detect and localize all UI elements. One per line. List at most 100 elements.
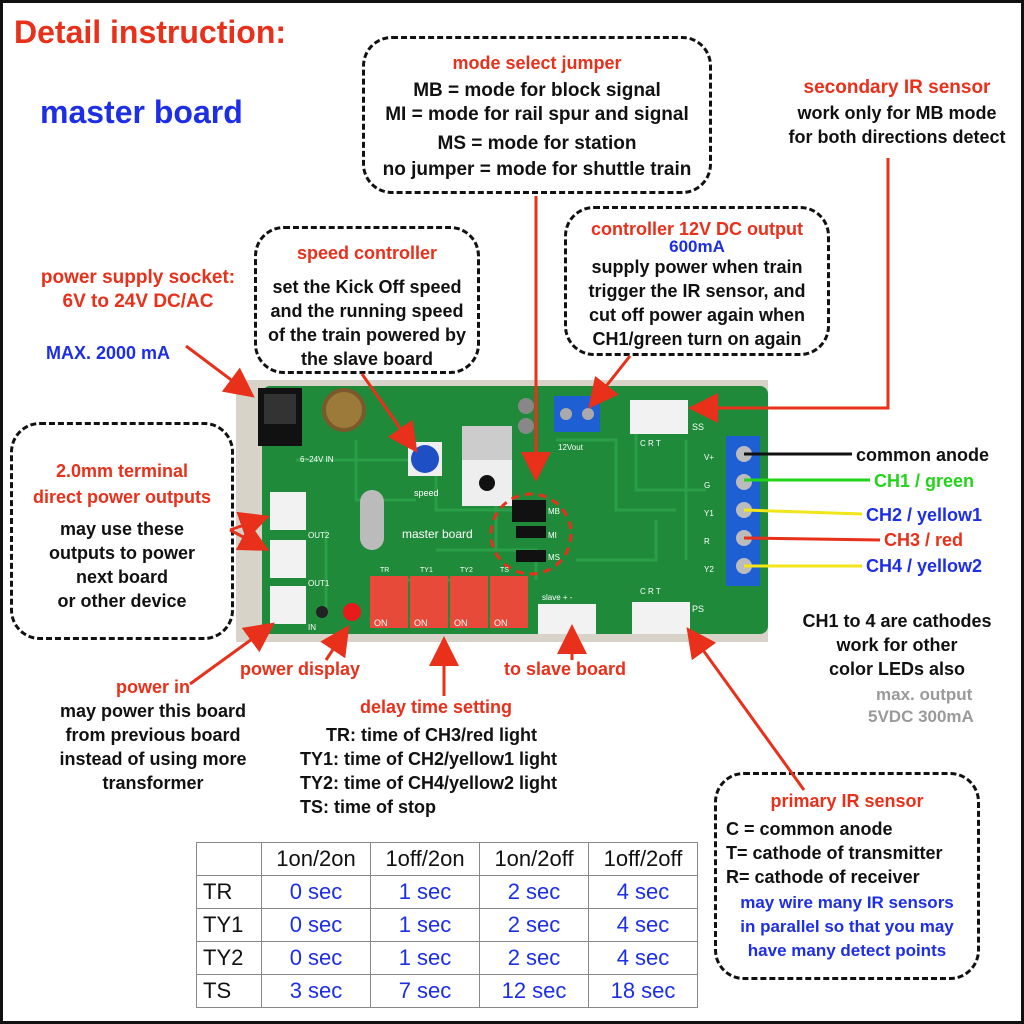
primary-ir-line-t: T= cathode of transmitter bbox=[726, 843, 943, 863]
table-col-header: 1on/2on bbox=[261, 842, 371, 876]
dip-on-1: ON bbox=[374, 618, 388, 628]
secondary-ir-line-2: for both directions detect bbox=[788, 127, 1006, 147]
power-supply-max: MAX. 2000 mA bbox=[46, 343, 171, 363]
table-cell: 3 sec bbox=[261, 974, 371, 1008]
primary-ir-box bbox=[714, 772, 980, 980]
dip-label-ty2: TY2 bbox=[460, 567, 473, 574]
table-cell: 2 sec bbox=[479, 875, 589, 909]
mode-none-line: no jumper = mode for shuttle train bbox=[382, 159, 692, 180]
speed-controller-line-4: the slave board bbox=[300, 349, 434, 369]
table-row: TY2 0 sec 1 sec 2 sec 4 sec bbox=[196, 941, 698, 975]
table-row-header: TR bbox=[196, 875, 262, 909]
delay-time-table: 1on/2on 1off/2on 1on/2off 1off/2off TR 0… bbox=[196, 842, 698, 1008]
dip-label-tr: TR bbox=[380, 567, 389, 574]
controller-output-current: 600mA bbox=[669, 237, 725, 256]
mode-ms-line: MS = mode for station bbox=[437, 133, 637, 154]
master-board-pcb: 6~24V IN speed MB MI MS master board 12V… bbox=[236, 380, 768, 642]
max-output-label-1: max. output bbox=[876, 685, 973, 704]
controller-output-heading: controller 12V DC output bbox=[590, 219, 803, 239]
terminal-heading-1: 2.0mm terminal bbox=[55, 461, 189, 481]
table-col-header: 1off/2off bbox=[588, 842, 698, 876]
mode-select-box bbox=[362, 36, 712, 194]
table-cell: 1 sec bbox=[370, 941, 480, 975]
table-cell: 0 sec bbox=[261, 908, 371, 942]
table-col-header: 1on/2off bbox=[479, 842, 589, 876]
table-row-header: TY1 bbox=[196, 908, 262, 942]
secondary-ir-line-1: work only for MB mode bbox=[797, 103, 997, 123]
table-cell: 4 sec bbox=[588, 875, 698, 909]
board-crt-bottom: C R T bbox=[640, 587, 661, 596]
table-cell: 12 sec bbox=[479, 974, 589, 1008]
channel-note-line-3: color LEDs also bbox=[828, 659, 966, 679]
terminal-line-3: next board bbox=[75, 567, 168, 587]
table-col-header: 1off/2on bbox=[370, 842, 480, 876]
delay-line-ts: TS: time of stop bbox=[300, 797, 436, 817]
board-vplus-label: V+ bbox=[704, 453, 714, 462]
controller-output-line-4: CH1/green turn on again bbox=[592, 329, 802, 349]
power-in-line-2: from previous board bbox=[65, 725, 241, 745]
delay-line-ty1: TY1: time of CH2/yellow1 light bbox=[300, 749, 558, 769]
dip-on-2: ON bbox=[414, 618, 428, 628]
primary-ir-line-r: R= cathode of receiver bbox=[726, 867, 920, 887]
channel-note-line-1: CH1 to 4 are cathodes bbox=[802, 611, 992, 631]
table-row-header: TS bbox=[196, 974, 262, 1008]
power-in-line-3: instead of using more bbox=[59, 749, 247, 769]
terminal-line-1: may use these bbox=[59, 519, 185, 539]
secondary-ir-heading: secondary IR sensor bbox=[803, 77, 991, 98]
table-header-row: 1on/2on 1off/2on 1on/2off 1off/2off bbox=[196, 842, 698, 876]
power-supply-heading-2: 6V to 24V DC/AC bbox=[62, 291, 214, 312]
table-cell: 18 sec bbox=[588, 974, 698, 1008]
dip-label-ts: TS bbox=[500, 567, 509, 574]
table-cell: 4 sec bbox=[588, 908, 698, 942]
board-subtitle: master board bbox=[40, 94, 243, 130]
board-in-voltage: 6~24V IN bbox=[300, 455, 334, 464]
table-cell: 0 sec bbox=[261, 875, 371, 909]
board-12vout-label: 12Vout bbox=[558, 443, 584, 452]
delay-line-ty2: TY2: time of CH4/yellow2 light bbox=[300, 773, 558, 793]
board-y1-label: Y1 bbox=[704, 509, 714, 518]
ch1-label: CH1 / green bbox=[874, 471, 975, 491]
delay-heading: delay time setting bbox=[360, 697, 513, 717]
primary-ir-heading: primary IR sensor bbox=[770, 791, 924, 811]
primary-ir-blue-3: have many detect points bbox=[747, 941, 947, 960]
board-out1-label: OUT1 bbox=[308, 579, 330, 588]
terminal-line-4: or other device bbox=[57, 591, 187, 611]
table-row: TS 3 sec 7 sec 12 sec 18 sec bbox=[196, 974, 698, 1008]
board-out2-label: OUT2 bbox=[308, 531, 330, 540]
dip-on-3: ON bbox=[454, 618, 468, 628]
mode-mb-line: MB = mode for block signal bbox=[413, 80, 661, 101]
page-title: Detail instruction: bbox=[14, 14, 287, 50]
primary-ir-line-c: C = common anode bbox=[726, 819, 893, 839]
board-mi-label: MI bbox=[548, 531, 557, 540]
power-display-label: power display bbox=[240, 659, 361, 679]
board-name-label: master board bbox=[402, 527, 473, 541]
ch2-label: CH2 / yellow1 bbox=[866, 505, 983, 525]
ch3-label: CH3 / red bbox=[884, 530, 964, 550]
board-in-label: IN bbox=[308, 623, 316, 632]
speed-controller-line-3: of the train powered by bbox=[267, 325, 467, 345]
speed-controller-box bbox=[254, 226, 480, 374]
table-row: TR 0 sec 1 sec 2 sec 4 sec bbox=[196, 875, 698, 909]
table-row-header: TY2 bbox=[196, 941, 262, 975]
board-r-label: R bbox=[704, 537, 710, 546]
terminal-heading-2: direct power outputs bbox=[32, 487, 211, 507]
dip-label-ty1: TY1 bbox=[420, 567, 433, 574]
board-ss-label: SS bbox=[692, 422, 704, 432]
table-row: TY1 0 sec 1 sec 2 sec 4 sec bbox=[196, 908, 698, 942]
power-supply-heading-1: power supply socket: bbox=[40, 267, 236, 288]
terminal-line-2: outputs to power bbox=[49, 543, 195, 563]
table-cell: 2 sec bbox=[479, 941, 589, 975]
primary-ir-blue-1: may wire many IR sensors bbox=[740, 893, 954, 912]
board-y2-label: Y2 bbox=[704, 565, 714, 574]
max-output-label-2: 5VDC 300mA bbox=[868, 707, 974, 726]
speed-controller-line-1: set the Kick Off speed bbox=[272, 277, 462, 297]
ch4-label: CH4 / yellow2 bbox=[866, 556, 983, 576]
board-speed-label: speed bbox=[414, 488, 439, 498]
board-g-label: G bbox=[704, 481, 710, 490]
board-ps-label: PS bbox=[692, 604, 704, 614]
table-corner bbox=[196, 842, 262, 876]
power-in-line-4: transformer bbox=[102, 773, 204, 793]
channel-note-line-2: work for other bbox=[836, 635, 958, 655]
board-crt-top: C R T bbox=[640, 439, 661, 448]
